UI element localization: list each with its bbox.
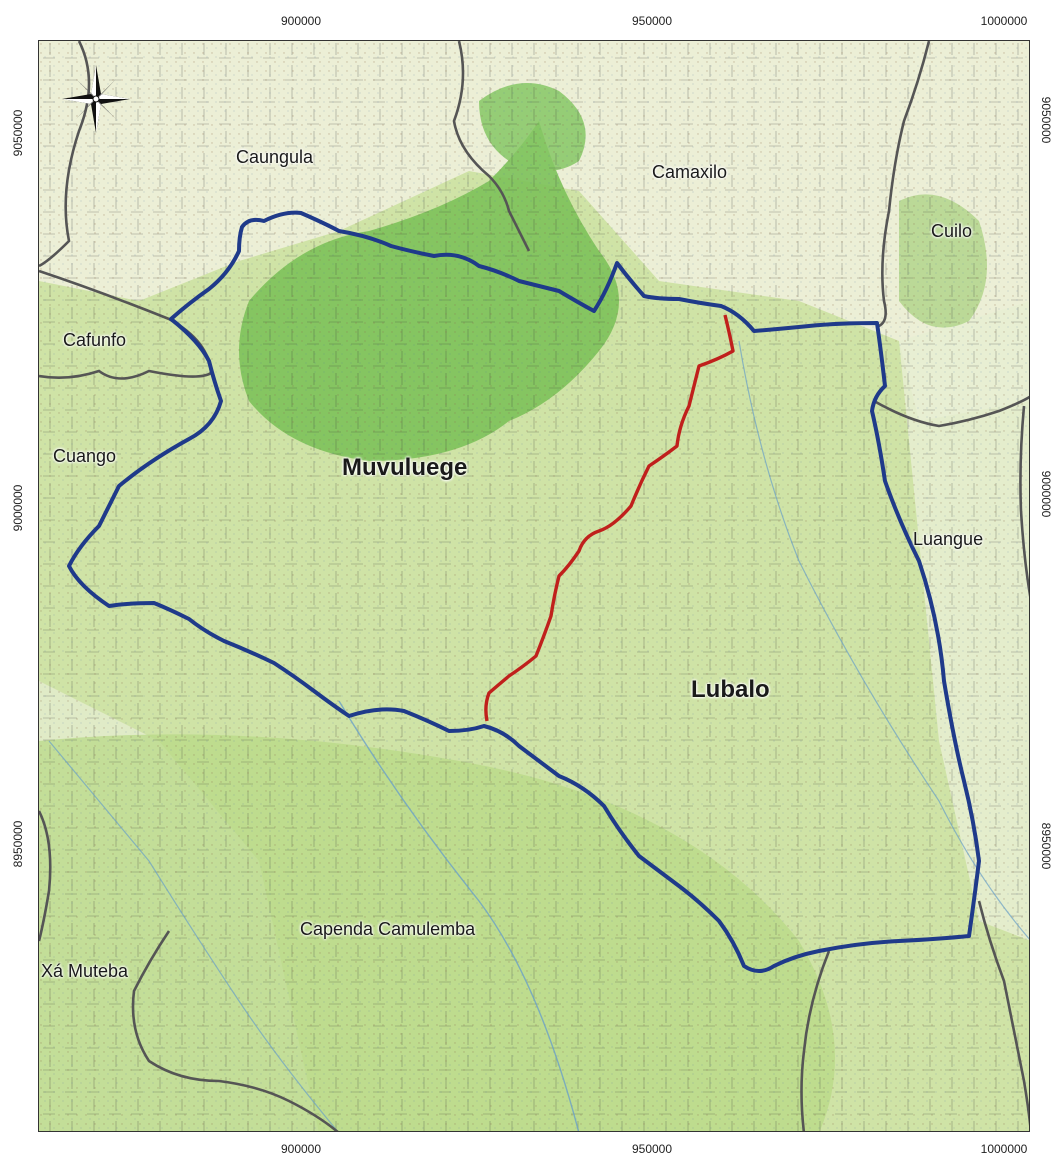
place-label-capenda-camulemba: Capenda Camulemba [300,919,476,939]
left-tick-label: 9050000 [11,109,25,157]
place-label-cuilo: Cuilo [931,221,973,241]
top-tick-label: 900000 [280,14,322,28]
internal-divide [484,314,735,722]
municipal-boundary [39,269,213,380]
municipal-boundary [873,395,1029,428]
map-speckle-texture [39,41,1029,1131]
municipal-boundary [878,41,931,328]
bottom-tick-label: 900000 [280,1142,322,1156]
municipal-boundary [131,930,339,1131]
left-tick-label: 9000000 [11,484,25,532]
place-label-muvuluege: Muvuluege [342,454,468,481]
top-tick-label: 950000 [631,14,673,28]
municipal-boundary [800,950,831,1131]
municipal-boundary [1019,405,1029,597]
municipal-boundary [39,41,91,268]
river [48,740,339,1131]
municipal-boundary [452,41,531,252]
river [338,700,580,1131]
right-tick-label: 9050000 [1039,96,1053,144]
topographic-map [39,41,1029,1131]
compass-rose-icon [62,65,130,133]
place-label-lubalo: Lubalo [691,676,770,703]
municipal-boundary [39,810,52,942]
place-label-luangue: Luangue [913,529,984,549]
right-tick-label: 8950000 [1039,822,1053,870]
place-label-cafunfo: Cafunfo [63,330,127,350]
river [738,340,1029,940]
place-label-camaxilo: Camaxilo [652,162,728,182]
municipal-boundary [977,900,1029,1127]
bottom-tick-label: 950000 [631,1142,673,1156]
top-tick-label: 1000000 [980,14,1028,28]
right-tick-label: 9000000 [1039,470,1053,518]
place-label-cuango: Cuango [53,446,117,466]
study-area-boundary [67,210,981,973]
left-tick-label: 8950000 [11,820,25,868]
place-label-xa-muteba: Xá Muteba [41,961,129,981]
bottom-tick-label: 1000000 [980,1142,1028,1156]
place-label-caungula: Caungula [236,147,314,167]
map-frame: Caungula Camaxilo Cuilo Cafunfo Cuango M… [38,40,1030,1132]
